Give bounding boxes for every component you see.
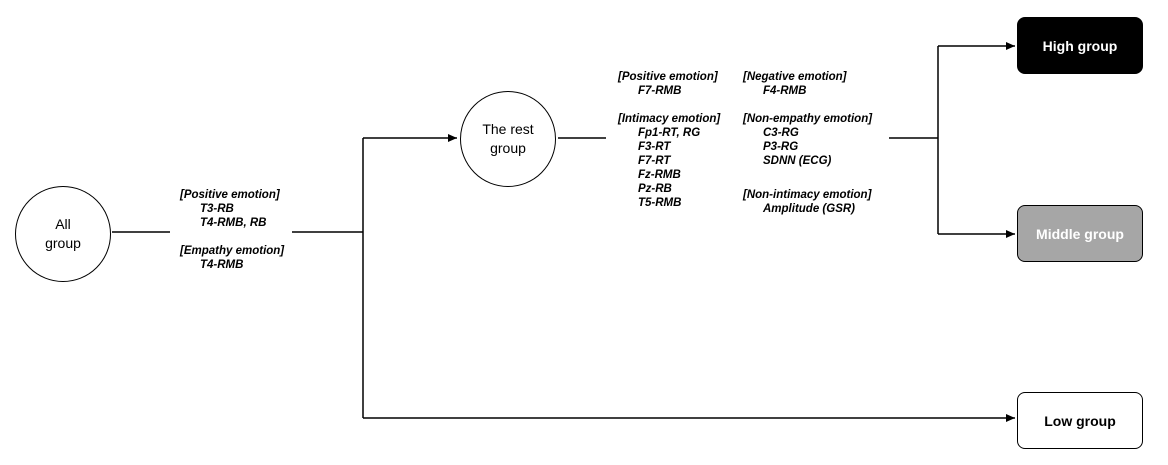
middle-group-label: Middle group: [1036, 225, 1124, 242]
high-group-box: High group: [1017, 17, 1143, 74]
intimacy-item: Fp1-RT, RG: [638, 127, 701, 139]
second-split-right-nonempathy: [Non-empathy emotion] C3-RG P3-RG SDNN (…: [743, 112, 872, 168]
first-split-labels: [Positive emotion] T3-RB T4-RMB, RB: [180, 188, 280, 236]
first-empathy-header: [Empathy emotion]: [180, 245, 285, 257]
nonintimacy-header: [Non-intimacy emotion]: [743, 189, 872, 201]
nonempathy-item: SDNN (ECG): [763, 155, 832, 167]
negative-item: F4-RMB: [763, 85, 807, 97]
first-positive-item: T3-RB: [200, 203, 234, 215]
negative-header: [Negative emotion]: [743, 71, 847, 83]
second-split-left-positive: [Positive emotion] F7-RMB: [618, 70, 718, 98]
second-split-right-negative: [Negative emotion] F4-RMB: [743, 70, 847, 98]
first-empathy-item: T4-RMB: [200, 259, 244, 271]
rest-group-line2: group: [490, 140, 526, 156]
first-positive-item: T4-RMB, RB: [200, 217, 267, 229]
first-split-labels-empathy: [Empathy emotion] T4-RMB: [180, 244, 284, 272]
second-positive-header: [Positive emotion]: [618, 71, 718, 83]
second-split-left-intimacy: [Intimacy emotion] Fp1-RT, RG F3-RT F7-R…: [618, 112, 720, 210]
low-group-label: Low group: [1044, 412, 1116, 429]
rest-group-line1: The rest: [482, 121, 534, 137]
high-group-label: High group: [1042, 37, 1118, 54]
intimacy-item: Pz-RB: [638, 183, 672, 195]
middle-group-box: Middle group: [1017, 205, 1143, 262]
all-group-line2: group: [45, 235, 81, 251]
intimacy-item: T5-RMB: [638, 197, 682, 209]
rest-group-node: The rest group: [460, 91, 556, 187]
intimacy-item: Fz-RMB: [638, 169, 681, 181]
intimacy-item: F3-RT: [638, 141, 671, 153]
first-positive-header: [Positive emotion]: [180, 189, 280, 201]
low-group-box: Low group: [1017, 392, 1143, 449]
intimacy-header: [Intimacy emotion]: [618, 113, 721, 125]
all-group-node: All group: [15, 186, 111, 282]
nonempathy-item: C3-RG: [763, 127, 799, 139]
nonempathy-header: [Non-empathy emotion]: [743, 113, 873, 125]
second-split-right-nonintimacy: [Non-intimacy emotion] Amplitude (GSR): [743, 188, 871, 216]
nonempathy-item: P3-RG: [763, 141, 799, 153]
nonintimacy-item: Amplitude (GSR): [763, 203, 855, 215]
intimacy-item: F7-RT: [638, 155, 671, 167]
all-group-line1: All: [55, 216, 71, 232]
second-positive-item: F7-RMB: [638, 85, 682, 97]
